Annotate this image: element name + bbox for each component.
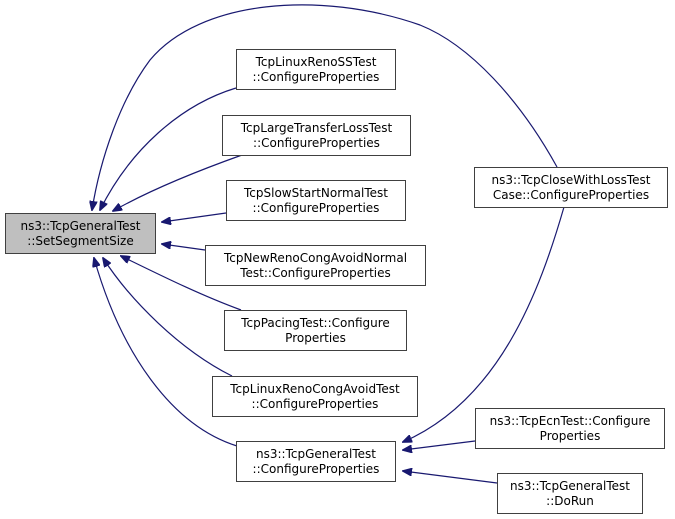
edge-n8-root	[92, 4, 558, 210]
node-label-line: ::SetSegmentSize	[27, 233, 134, 248]
node-large-transfer-loss-test[interactable]: TcpLargeTransferLossTest ::ConfigureProp…	[222, 115, 411, 156]
node-label-line: TcpNewRenoCongAvoidNormal	[223, 250, 408, 265]
node-close-with-loss-test-case[interactable]: ns3::TcpCloseWithLossTest Case::Configur…	[474, 167, 668, 208]
node-label-line: ::ConfigureProperties	[251, 396, 379, 411]
node-set-segment-size[interactable]: ns3::TcpGeneralTest ::SetSegmentSize	[5, 213, 156, 254]
node-label-line: TcpLargeTransferLossTest	[240, 120, 393, 135]
node-label-line: Properties	[285, 330, 346, 345]
edge-n5-root	[121, 256, 242, 311]
node-label-line: TcpPacingTest::Configure	[241, 315, 390, 330]
node-label-line: ns3::TcpEcnTest::Configure	[489, 413, 651, 428]
node-label-line: ns3::TcpCloseWithLossTest	[491, 172, 651, 187]
node-label-line: ns3::TcpGeneralTest	[255, 446, 376, 461]
node-linux-reno-cong-avoid-test[interactable]: TcpLinuxRenoCongAvoidTest ::ConfigurePro…	[212, 376, 418, 417]
node-label-line: ::ConfigureProperties	[252, 461, 380, 476]
node-label-line: ::DoRun	[546, 493, 594, 508]
edge-n3-root	[162, 212, 227, 222]
node-label-line: Test::ConfigureProperties	[240, 265, 391, 280]
edge-n4-root	[162, 244, 206, 251]
edge-n7-root	[94, 258, 238, 447]
node-tcp-general-test-configure-properties[interactable]: ns3::TcpGeneralTest ::ConfigurePropertie…	[236, 441, 396, 482]
node-label-line: TcpLinuxRenoCongAvoidTest	[230, 381, 400, 396]
edge-n6-root	[103, 258, 233, 377]
node-label-line: ns3::TcpGeneralTest	[20, 218, 141, 233]
node-ecn-test-configure-properties[interactable]: ns3::TcpEcnTest::Configure Properties	[475, 408, 665, 449]
edge-n1-root	[100, 87, 237, 210]
node-label-line: ns3::TcpGeneralTest	[509, 478, 630, 493]
edge-n10-n7	[403, 471, 498, 484]
node-pacing-test[interactable]: TcpPacingTest::Configure Properties	[224, 310, 407, 351]
node-linux-reno-ss-test[interactable]: TcpLinuxRenoSSTest ::ConfigureProperties	[236, 49, 396, 90]
node-label-line: Properties	[539, 428, 601, 443]
edge-n2-root	[113, 154, 243, 211]
node-label-line: ::ConfigureProperties	[252, 69, 380, 84]
node-label-line: TcpLinuxRenoSSTest	[255, 54, 377, 69]
node-label-line: ::ConfigureProperties	[253, 135, 380, 150]
node-new-reno-cong-avoid-normal-test[interactable]: TcpNewRenoCongAvoidNormal Test::Configur…	[205, 245, 426, 286]
node-label-line: Case::ConfigureProperties	[492, 187, 650, 202]
node-label-line: ::ConfigureProperties	[252, 200, 380, 215]
edge-n9-n7	[403, 440, 476, 450]
edge-n8-n7	[403, 206, 565, 442]
node-label-line: TcpSlowStartNormalTest	[244, 185, 388, 200]
node-tcp-general-test-do-run[interactable]: ns3::TcpGeneralTest ::DoRun	[497, 473, 643, 514]
node-slow-start-normal-test[interactable]: TcpSlowStartNormalTest ::ConfigureProper…	[226, 180, 406, 221]
